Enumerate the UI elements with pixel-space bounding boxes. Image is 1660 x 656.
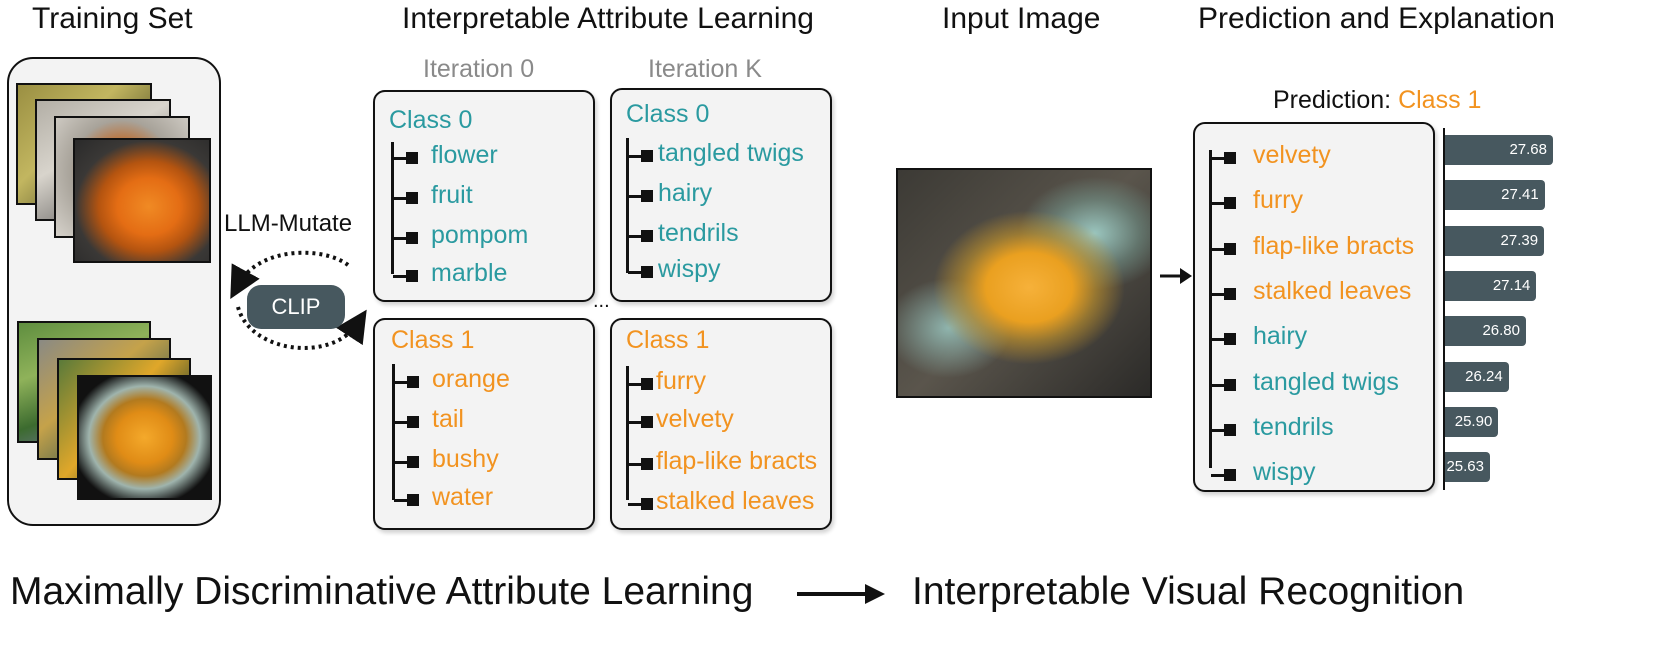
iter0-class1-box: Class 1 orange tail bushy water [373,318,595,530]
prediction-prefix: Prediction: [1273,86,1392,114]
score-bar: 27.68 [1445,135,1553,165]
iteration-k-label: Iteration K [648,55,762,83]
input-image-heading: Input Image [942,2,1101,35]
score-bar: 27.14 [1445,270,1537,301]
iter0-class0-box: Class 0 flower fruit pompom marble [373,90,595,302]
training-image-class0-4 [73,138,211,263]
llm-mutate-label: LLM-Mutate [224,210,353,237]
explanation-box: velvety furry flap-like bracts stalked leav… [1193,122,1435,492]
score-bar: 25.63 [1445,452,1490,483]
score-value: 27.68 [1509,141,1547,158]
footer-right-title: Interpretable Visual Recognition [912,570,1465,613]
clip-label: CLIP [271,294,321,319]
footer-arrow [797,584,885,604]
iterk-class1-box: Class 1 furry velvety flap-like bracts s… [610,318,832,530]
score-value: 25.63 [1446,458,1484,476]
class-title: Class 0 [389,106,473,134]
score-bar: 26.24 [1445,361,1509,392]
score-value: 27.41 [1501,186,1539,204]
class-title: Class 1 [626,326,710,354]
training-set-heading: Training Set [32,2,193,35]
explanation-attribute-label: flap-like bracts [1253,231,1415,260]
score-value: 26.80 [1482,322,1520,340]
score-value: 26.24 [1465,367,1503,385]
score-bar: 26.80 [1445,316,1526,347]
prediction-label: Prediction: Class 1 [1273,86,1481,115]
explanation-attribute-label: furry [1253,186,1303,215]
input-to-prediction-arrow [1160,268,1192,284]
explanation-attribute-label: velvety [1253,141,1331,169]
class-title: Class 1 [391,326,475,354]
explanation-attribute-label: tendrils [1253,412,1334,441]
explanation-attribute-label: tangled twigs [1253,367,1399,396]
tree-line [1209,150,1212,468]
score-bar: 25.90 [1445,406,1499,437]
clip-badge: CLIP [247,285,345,329]
mutation-cycle-arrows [230,250,367,350]
tree-line [391,142,394,274]
iteration-0-label: Iteration 0 [423,55,535,83]
tree-line [626,366,629,500]
footer-left-title: Maximally Discriminative Attribute Learn… [10,570,754,613]
score-bar: 27.41 [1445,180,1545,211]
score-value: 27.39 [1500,231,1539,249]
iteration-ellipsis: ... [593,290,610,312]
score-value: 25.90 [1454,412,1493,430]
explanation-attribute-label: hairy [1253,322,1308,351]
prediction-explanation-heading: Prediction and Explanation [1198,2,1555,35]
iterk-class0-box: Class 0 tangled twigs hairy tendrils wis… [610,88,832,302]
prediction-value: Class 1 [1398,86,1482,114]
tree-line [392,364,395,500]
input-image [896,168,1152,398]
tree-line [626,138,629,273]
training-image-class1-4 [77,375,212,500]
score-value: 27.14 [1492,276,1531,294]
class-title: Class 0 [626,100,710,128]
score-axis [1443,128,1445,490]
score-bar: 27.39 [1445,225,1545,256]
explanation-attribute-label: stalked leaves [1253,276,1412,305]
attribute-learning-heading: Interpretable Attribute Learning [402,2,814,35]
explanation-attribute-label: wispy [1253,458,1316,487]
